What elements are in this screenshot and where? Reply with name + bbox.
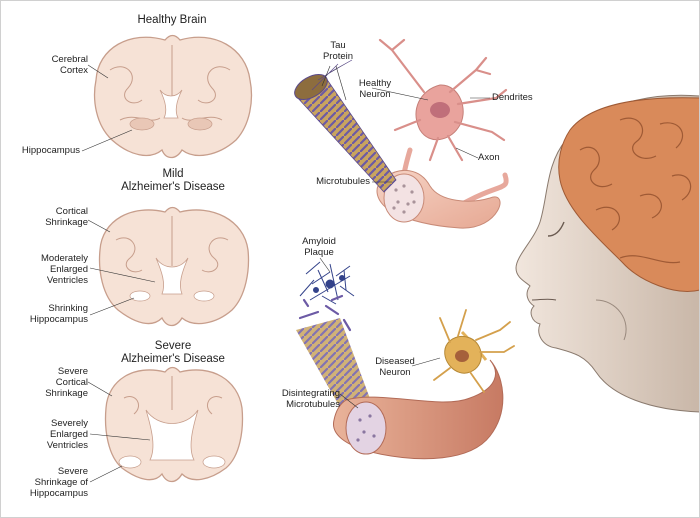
- microtubules-label: Microtubules: [316, 176, 370, 187]
- tau-protein-microtubule: [294, 59, 397, 193]
- healthy-brain-title: Healthy Brain: [137, 14, 207, 26]
- amyloid-plaque: [299, 261, 355, 305]
- mild-brain-leaders: [87, 219, 156, 316]
- axon-label: Axon: [478, 152, 500, 163]
- diseased-neuron: [333, 309, 515, 460]
- dendrites-label: Dendrites: [492, 92, 533, 103]
- severe-brain-section: [104, 366, 244, 483]
- mild-brain-section: [98, 206, 250, 327]
- disintegrating-microtubule: [296, 294, 372, 418]
- severe-brain-leaders: [87, 381, 151, 483]
- head-profile: [515, 94, 700, 413]
- healthy-neuron-leaders: [321, 65, 490, 183]
- healthy-axon-segment: [376, 170, 501, 229]
- healthy-brain-section: [93, 34, 253, 159]
- diseased-neuron-leaders: [319, 257, 441, 409]
- healthy-brain-leaders: [81, 64, 133, 152]
- hippocampus-label: Hippocampus: [21, 145, 80, 156]
